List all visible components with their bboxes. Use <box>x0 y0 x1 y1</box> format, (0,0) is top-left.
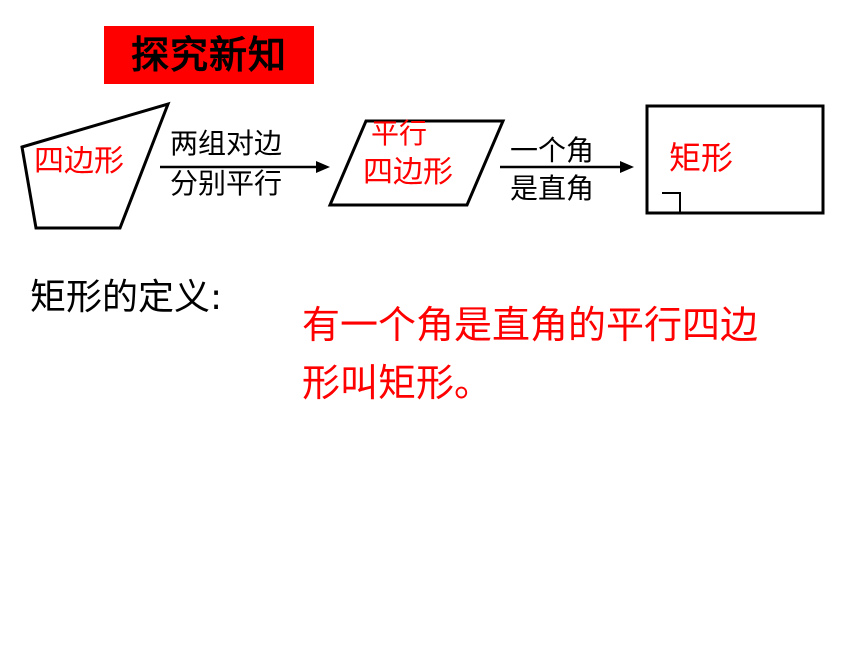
rectangle-label: 矩形 <box>669 139 734 177</box>
quadrilateral-label: 四边形 <box>34 144 124 179</box>
rectangle-shape <box>645 104 825 215</box>
arrow-1-head <box>316 161 330 173</box>
parallelogram-shape <box>327 119 506 207</box>
right-angle-mark <box>662 192 681 212</box>
condition1-line1: 两组对边 <box>170 127 283 160</box>
condition2-line1: 一个角 <box>510 134 595 167</box>
condition2-line2: 是直角 <box>510 172 595 205</box>
parallelogram-label-line2: 四边形 <box>363 155 453 190</box>
parallelogram-label-line1: 平行 <box>371 117 428 150</box>
definition-text: 有一个角是直角的平行四边形叫矩形。 <box>302 303 759 405</box>
arrow-2-head <box>620 161 634 173</box>
page-title: 探究新知 <box>104 26 314 84</box>
condition1-line2: 分别平行 <box>170 167 283 200</box>
definition-label: 矩形的定义: <box>30 277 223 318</box>
quadrilateral-shape <box>20 101 171 230</box>
